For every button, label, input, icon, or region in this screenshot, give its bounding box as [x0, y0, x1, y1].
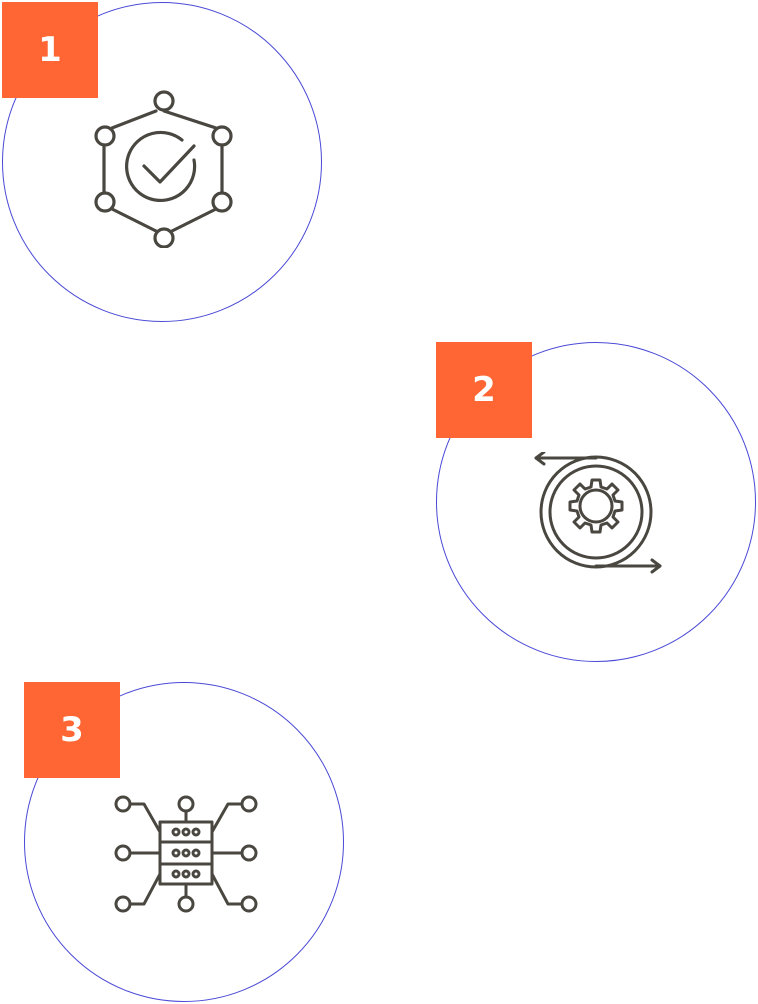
- gear-cycle-arrows-icon: [534, 452, 662, 574]
- server-network-nodes-icon: [114, 795, 258, 913]
- step-number: 1: [38, 30, 62, 70]
- step-number: 2: [472, 370, 496, 410]
- step-number-badge: 3: [24, 682, 120, 778]
- step-number: 3: [60, 710, 84, 750]
- step-number-badge: 1: [2, 2, 98, 98]
- step-number-badge: 2: [436, 342, 532, 438]
- hexagon-checkmark-network-icon: [94, 90, 233, 248]
